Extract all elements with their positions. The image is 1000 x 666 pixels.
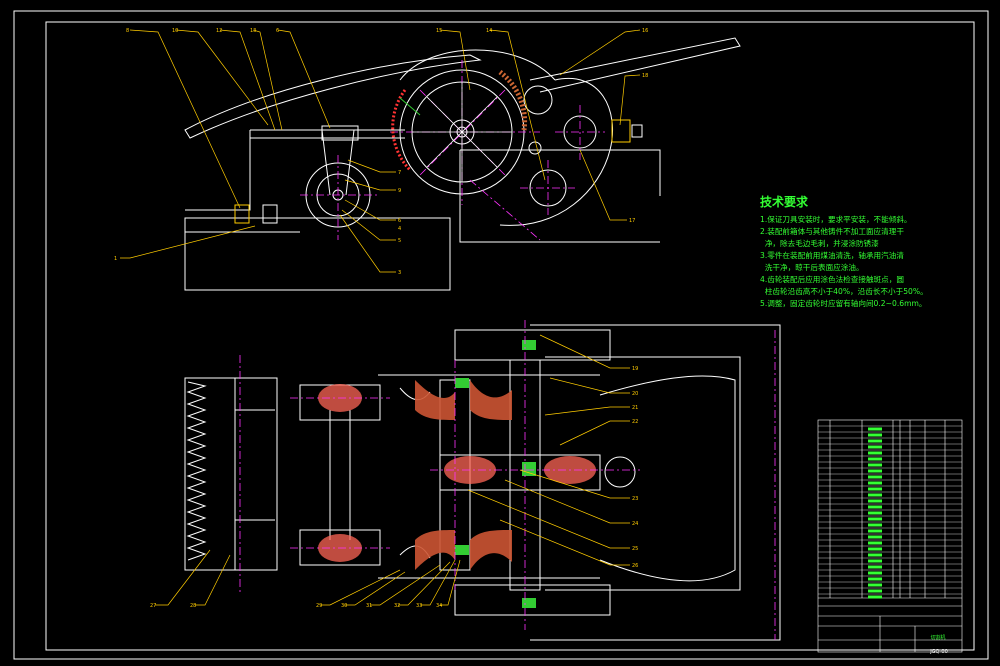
parts-list	[817, 419, 963, 653]
parts-row-mark	[868, 451, 882, 455]
balloon: 3	[398, 270, 401, 276]
saw-blade	[186, 381, 207, 561]
balloon: 24	[632, 521, 638, 527]
balloon: 34	[436, 603, 442, 609]
balloon: 8	[126, 28, 129, 34]
balloon: 22	[632, 419, 638, 425]
note-line: 2.装配前箱体与其他铸件不加工面应清理干	[760, 227, 904, 236]
balloons-bottom: 19 20 21 22 23 24 25 26 27 28 29 30 31 3…	[150, 366, 638, 609]
front-view	[184, 37, 741, 291]
parts-row-mark	[868, 427, 882, 431]
parts-row-mark	[868, 457, 882, 461]
note-line: 4.齿轮装配后应用涂色法检查接触斑点，圆	[760, 275, 904, 284]
balloon: 17	[629, 218, 635, 224]
balloon: 29	[316, 603, 322, 609]
parts-row-mark	[868, 553, 882, 557]
balloon: 27	[150, 603, 156, 609]
gear-hatch-left	[391, 89, 412, 172]
notes-title: 技术要求	[760, 195, 809, 209]
parts-row-mark	[868, 487, 882, 491]
parts-row-mark	[868, 595, 882, 599]
inner-border	[45, 21, 975, 651]
parts-row-mark	[868, 475, 882, 479]
outer-border	[13, 10, 989, 660]
balloon: 5	[398, 238, 401, 244]
parts-row-mark	[868, 583, 882, 587]
front-view-spokes	[412, 82, 512, 182]
balloon: 15	[436, 28, 442, 34]
balloon: 1	[114, 256, 117, 262]
balloon: 4	[398, 226, 401, 232]
parts-row-mark	[868, 541, 882, 545]
balloon: 32	[394, 603, 400, 609]
note-line: 柱齿轮沿齿高不小于40%，沿齿长不小于50%。	[760, 287, 928, 296]
bearing-pads	[318, 384, 596, 562]
balloon: 6	[276, 28, 279, 34]
drawing-title: 切割机	[930, 635, 946, 641]
balloon: 6	[398, 218, 401, 224]
parts-row-mark	[868, 589, 882, 593]
balloon: 26	[632, 563, 638, 569]
parts-row-mark	[868, 535, 882, 539]
top-view-centerlines	[239, 320, 776, 640]
parts-row-mark	[868, 499, 882, 503]
parts-row-mark	[868, 511, 882, 515]
parts-row-mark	[868, 571, 882, 575]
top-view	[184, 324, 781, 641]
balloon: 19	[632, 366, 638, 372]
parts-list-rows	[818, 425, 962, 595]
balloon: 13	[250, 28, 256, 34]
balloons-top: 8 10 12 13 6 15 14 16 18 17 7 9 6 5 4 3 …	[114, 28, 648, 276]
leader-lines-bottom	[155, 334, 630, 606]
parts-row-mark	[868, 493, 882, 497]
parts-row-mark	[868, 505, 882, 509]
parts-row-mark	[868, 481, 882, 485]
note-line: 3.零件在装配前用煤油清洗，轴承用汽油清	[760, 251, 904, 260]
parts-row-mark	[868, 517, 882, 521]
note-line: 1.保证刀具安装时，要求平安装，不能倾斜。	[760, 215, 912, 224]
parts-row-mark	[868, 463, 882, 467]
green-fits	[455, 340, 536, 608]
front-view-green-mark	[399, 97, 421, 116]
balloon: 33	[416, 603, 422, 609]
note-line: 洗干净，晾干后表面应涂油。	[760, 263, 864, 272]
parts-row-mark	[868, 547, 882, 551]
parts-row-mark	[868, 565, 882, 569]
parts-row-mark	[868, 523, 882, 527]
note-line: 5.调整，固定齿轮时应留有轴向间0.2~0.6mm。	[760, 299, 927, 308]
balloon: 14	[486, 28, 492, 34]
parts-row-mark	[868, 439, 882, 443]
balloon: 25	[632, 546, 638, 552]
technical-requirements: 技术要求 1.保证刀具安装时，要求平安装，不能倾斜。 2.装配前箱体与其他铸件不…	[760, 193, 960, 310]
balloon: 16	[642, 28, 648, 34]
parts-row-mark	[868, 559, 882, 563]
drawing-code: JGQ-00	[930, 649, 948, 655]
balloon: 7	[398, 170, 401, 176]
note-line: 净，除去毛边毛刺，并浸涂防锈漆	[760, 239, 879, 248]
balloon: 9	[398, 188, 401, 194]
balloon: 18	[642, 73, 648, 79]
balloon: 30	[341, 603, 347, 609]
balloon: 20	[632, 391, 638, 397]
parts-list-green	[868, 427, 882, 599]
balloon: 28	[190, 603, 196, 609]
balloon: 21	[632, 405, 638, 411]
parts-row-mark	[868, 433, 882, 437]
parts-row-mark	[868, 529, 882, 533]
parts-row-mark	[868, 577, 882, 581]
parts-row-mark	[868, 445, 882, 449]
balloon: 23	[632, 496, 638, 502]
gear-hatch-right	[498, 70, 528, 131]
leader-lines-top	[120, 29, 641, 273]
parts-row-mark	[868, 469, 882, 473]
balloon: 31	[366, 603, 372, 609]
balloon: 10	[172, 28, 178, 34]
balloon: 12	[216, 28, 222, 34]
gear-section	[415, 380, 512, 570]
